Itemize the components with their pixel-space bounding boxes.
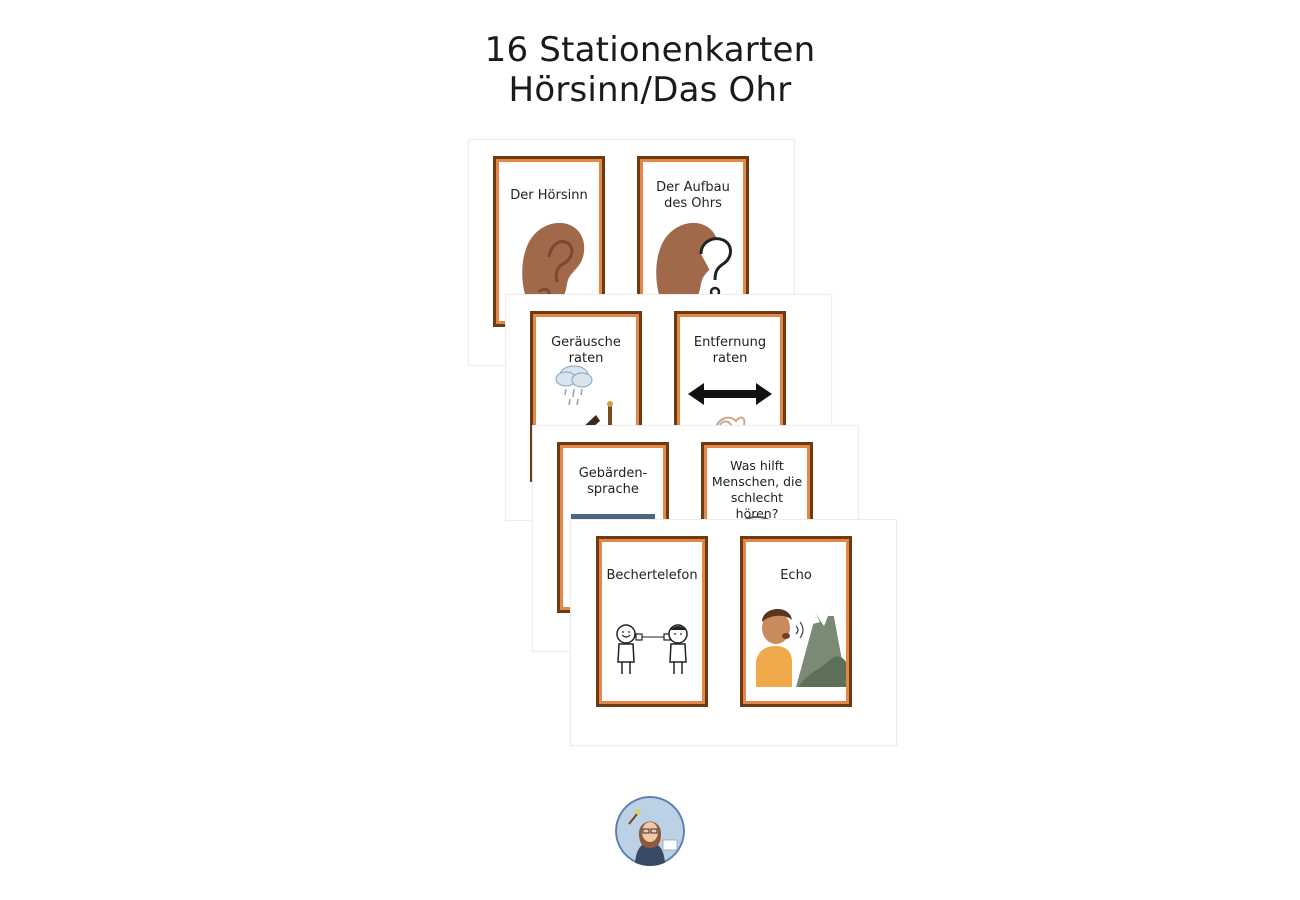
- card-label: Was hilft Menschen, die schlecht hören?: [711, 458, 803, 521]
- card-sheet-4: Bechertelefon Echo: [570, 519, 897, 746]
- card-label: Geräusche raten: [551, 335, 621, 366]
- author-avatar-image: [615, 796, 685, 866]
- cup-phone-icon: [616, 624, 688, 674]
- page-title: 16 Stationenkarten Hörsinn/Das Ohr: [0, 30, 1300, 110]
- station-card: Echo: [740, 536, 852, 707]
- rain-cloud-icon: [555, 365, 613, 433]
- card-label: Echo: [780, 568, 812, 583]
- station-card: Bechertelefon: [596, 536, 708, 707]
- author-avatar: [615, 796, 685, 866]
- card-label: Der Hörsinn: [510, 188, 588, 203]
- card-label: Gebärden- sprache: [578, 466, 648, 497]
- card-label: Der Aufbau des Ohrs: [656, 180, 730, 211]
- card-label: Bechertelefon: [606, 568, 698, 583]
- ear-question-icon: [656, 222, 732, 314]
- echo-mountain-icon: [756, 606, 846, 687]
- title-line-1: 16 Stationenkarten: [484, 30, 816, 70]
- card-label: Entfernung raten: [693, 335, 767, 366]
- title-line-2: Hörsinn/Das Ohr: [508, 70, 792, 110]
